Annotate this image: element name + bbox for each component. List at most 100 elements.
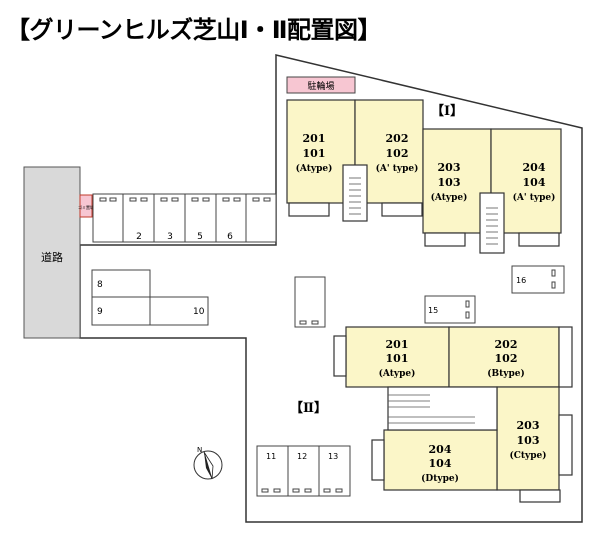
road-label: 道路 [41, 250, 63, 264]
parking-label-10: 10 [193, 307, 205, 317]
balcony [424, 232, 466, 247]
wheel-stop [171, 197, 179, 202]
parking-top-row [92, 193, 277, 243]
b2-unit-201-labels: 201 101 (Atype) [379, 338, 416, 379]
building-1-label: 【Ⅰ】 [431, 103, 463, 119]
parking-space-6 [215, 193, 247, 243]
parking-label-5: 5 [197, 232, 203, 242]
b1-203-lower: 103 [438, 176, 461, 189]
parking-label-15: 15 [428, 306, 438, 315]
wheel-stop [129, 197, 137, 202]
parking-left [91, 269, 209, 326]
b2-202-upper: 202 [495, 338, 518, 351]
parking-label-16: 16 [516, 276, 526, 285]
wheel-stop [140, 197, 148, 202]
parking-label-9: 9 [97, 307, 103, 317]
b2-201-type: (Atype) [379, 368, 416, 379]
stairs [342, 164, 368, 222]
wheel-stop [292, 488, 300, 493]
north-label: N [197, 446, 202, 454]
parking-stops-top [99, 197, 271, 202]
b1-unit-202-labels: 202 102 (A' type) [376, 132, 419, 174]
parking-space-9 [91, 296, 151, 326]
parking-space-2 [122, 193, 155, 243]
b1-201-upper: 201 [303, 132, 326, 145]
wheel-stop [304, 488, 312, 493]
building-2-label: 【Ⅱ】 [290, 400, 327, 416]
building-1 [286, 99, 562, 254]
parking-label-11: 11 [266, 452, 276, 461]
parking-label-13: 13 [328, 452, 338, 461]
parking-space-5 [184, 193, 217, 243]
b2-202-type: (Btype) [487, 368, 525, 379]
wheel-stop [233, 197, 241, 202]
b1-204-upper: 204 [523, 161, 546, 174]
wheel-stop [299, 320, 307, 325]
stair-steps [349, 177, 498, 245]
unit-b2-balcony-right [558, 326, 573, 388]
b1-202-type: (A' type) [376, 163, 419, 174]
b1-unit-204-labels: 204 104 (A' type) [513, 161, 556, 203]
parking-label-6: 6 [227, 232, 233, 242]
b2-202-lower: 102 [495, 352, 518, 365]
parking-label-2: 2 [136, 232, 142, 242]
parking-space-13 [318, 445, 351, 497]
b1-202-upper: 202 [386, 132, 409, 145]
b2-204-type: (Dtype) [421, 473, 459, 484]
b2-unit-202-labels: 202 102 (Btype) [487, 338, 525, 379]
b2-203-upper: 203 [517, 419, 540, 432]
b2-201-upper: 201 [386, 338, 409, 351]
b2-unit-204-labels: 204 104 (Dtype) [421, 443, 459, 484]
trash-area [79, 194, 93, 218]
b2-203-type: (Ctype) [509, 450, 546, 461]
b1-203-upper: 203 [438, 161, 461, 174]
bicycle-parking [286, 76, 356, 94]
parking-space-center [294, 276, 326, 328]
trash-label: ゴミ置場 [78, 204, 94, 210]
b1-202-lower: 102 [386, 147, 409, 160]
bicycle-parking-label: 駐輪場 [307, 80, 334, 92]
parking-label-3: 3 [167, 232, 173, 242]
unit-b2-203 [496, 386, 560, 491]
unit-b2-balcony-203 [558, 414, 573, 476]
wheel-stop [252, 197, 260, 202]
unit-b2-201 [345, 326, 450, 388]
balcony [288, 202, 330, 217]
corridor [387, 386, 498, 431]
parking-bottom [256, 445, 351, 497]
b2-203-lower: 103 [517, 434, 540, 447]
stairs [479, 192, 505, 254]
unit-b2-balcony-left [371, 439, 385, 481]
wheel-stop [465, 300, 470, 308]
b2-unit-203-labels: 203 103 (Ctype) [509, 419, 546, 461]
parking-label-12: 12 [297, 452, 307, 461]
wheel-stop [202, 197, 210, 202]
wheel-stop [191, 197, 199, 202]
b2-204-upper: 204 [429, 443, 452, 456]
parking-space-7 [245, 193, 277, 243]
parking-space-12 [287, 445, 320, 497]
b1-unit-201-labels: 201 101 (Atype) [296, 132, 333, 174]
wheel-stop [323, 488, 331, 493]
balcony [381, 202, 423, 217]
b2-201-lower: 101 [386, 352, 409, 365]
road [23, 166, 81, 339]
wheel-stop [109, 197, 117, 202]
wheel-stop [551, 281, 556, 289]
north-arrow-icon: N [193, 446, 223, 480]
parking-stops-bottom [261, 488, 343, 493]
b1-204-lower: 104 [523, 176, 546, 189]
parking-space-10 [149, 296, 209, 326]
b1-unit-203-labels: 203 103 (Atype) [431, 161, 468, 203]
wheel-stop [551, 269, 556, 277]
building-2 [333, 326, 573, 503]
site-boundary [79, 54, 583, 523]
wheel-stop [465, 311, 470, 319]
balcony [518, 232, 560, 247]
b2-stair-steps [388, 394, 475, 424]
wheel-stop [335, 488, 343, 493]
b1-203-type: (Atype) [431, 192, 468, 203]
wheel-stop [261, 488, 269, 493]
parking-space-1 [92, 193, 124, 243]
